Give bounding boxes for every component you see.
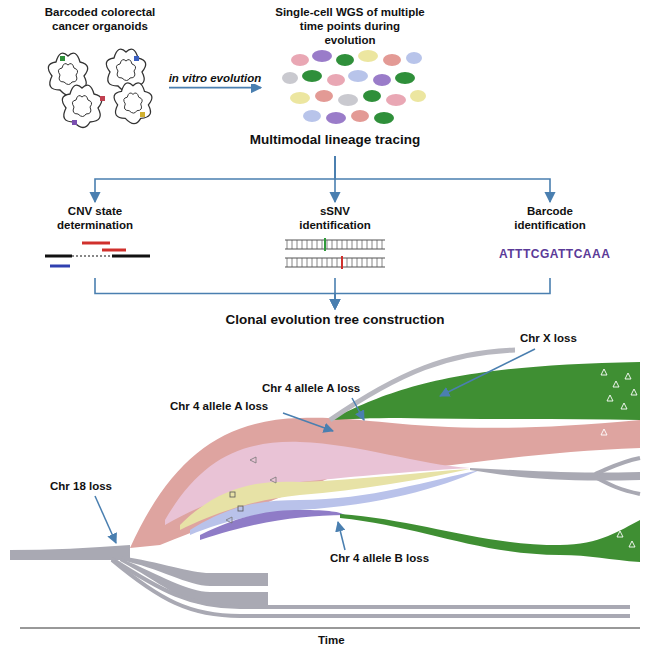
event-label: Chr X loss — [520, 332, 577, 344]
fish-plot — [10, 350, 640, 616]
step-panel: Barcoded colorectal cancer organoids — [35, 6, 165, 126]
event-label: Chr 4 allele A loss — [262, 382, 360, 394]
flow-arrow — [335, 278, 550, 309]
node-text: Clonal evolution tree construction — [185, 312, 485, 328]
edge-label: in vitro evolution — [167, 72, 264, 84]
organoid — [114, 83, 152, 124]
node-text: Barcode identification — [499, 205, 601, 233]
node-text: Multimodal lineage tracing — [235, 132, 435, 148]
section-heading: Clonal evolution tree construction — [185, 312, 485, 333]
cnv-profile — [45, 243, 150, 266]
flow-arrow — [169, 87, 261, 89]
axis-label: Time — [318, 634, 345, 646]
dna-reads — [285, 238, 385, 269]
leader-arrows — [95, 349, 535, 550]
step-panel: Barcode identificationATTTCGATTCAAA — [495, 205, 605, 275]
organoid — [62, 85, 101, 127]
single-cells — [282, 50, 426, 124]
event-label: Chr 4 allele A loss — [170, 400, 268, 412]
flow-arrow — [335, 156, 550, 202]
barcode-mark — [60, 56, 65, 61]
node-text: sSNV identification — [289, 205, 381, 233]
barcode-sequence: ATTTCGATTCAAA — [499, 247, 601, 261]
barcode-mark — [100, 96, 105, 101]
barcode-mark — [140, 112, 145, 117]
step-panel: CNV state determination — [40, 205, 150, 275]
section-heading: Multimodal lineage tracing — [235, 132, 435, 153]
cell-markers — [226, 369, 637, 547]
node-text: Single-cell WGS of multiple time points … — [273, 6, 427, 47]
flow-arrow — [95, 156, 335, 202]
event-label: Chr 4 allele B loss — [330, 552, 429, 564]
barcode-mark — [134, 56, 139, 61]
node-text: Barcoded colorectal cancer organoids — [41, 6, 159, 34]
step-panel: sSNV identification — [285, 205, 385, 275]
event-label: Chr 18 loss — [50, 480, 112, 492]
node-text: CNV state determination — [44, 205, 146, 233]
time-axis — [20, 628, 640, 629]
step-panel: Single-cell WGS of multiple time points … — [265, 6, 435, 126]
barcode-mark — [72, 120, 77, 125]
flow-arrow — [95, 278, 335, 309]
